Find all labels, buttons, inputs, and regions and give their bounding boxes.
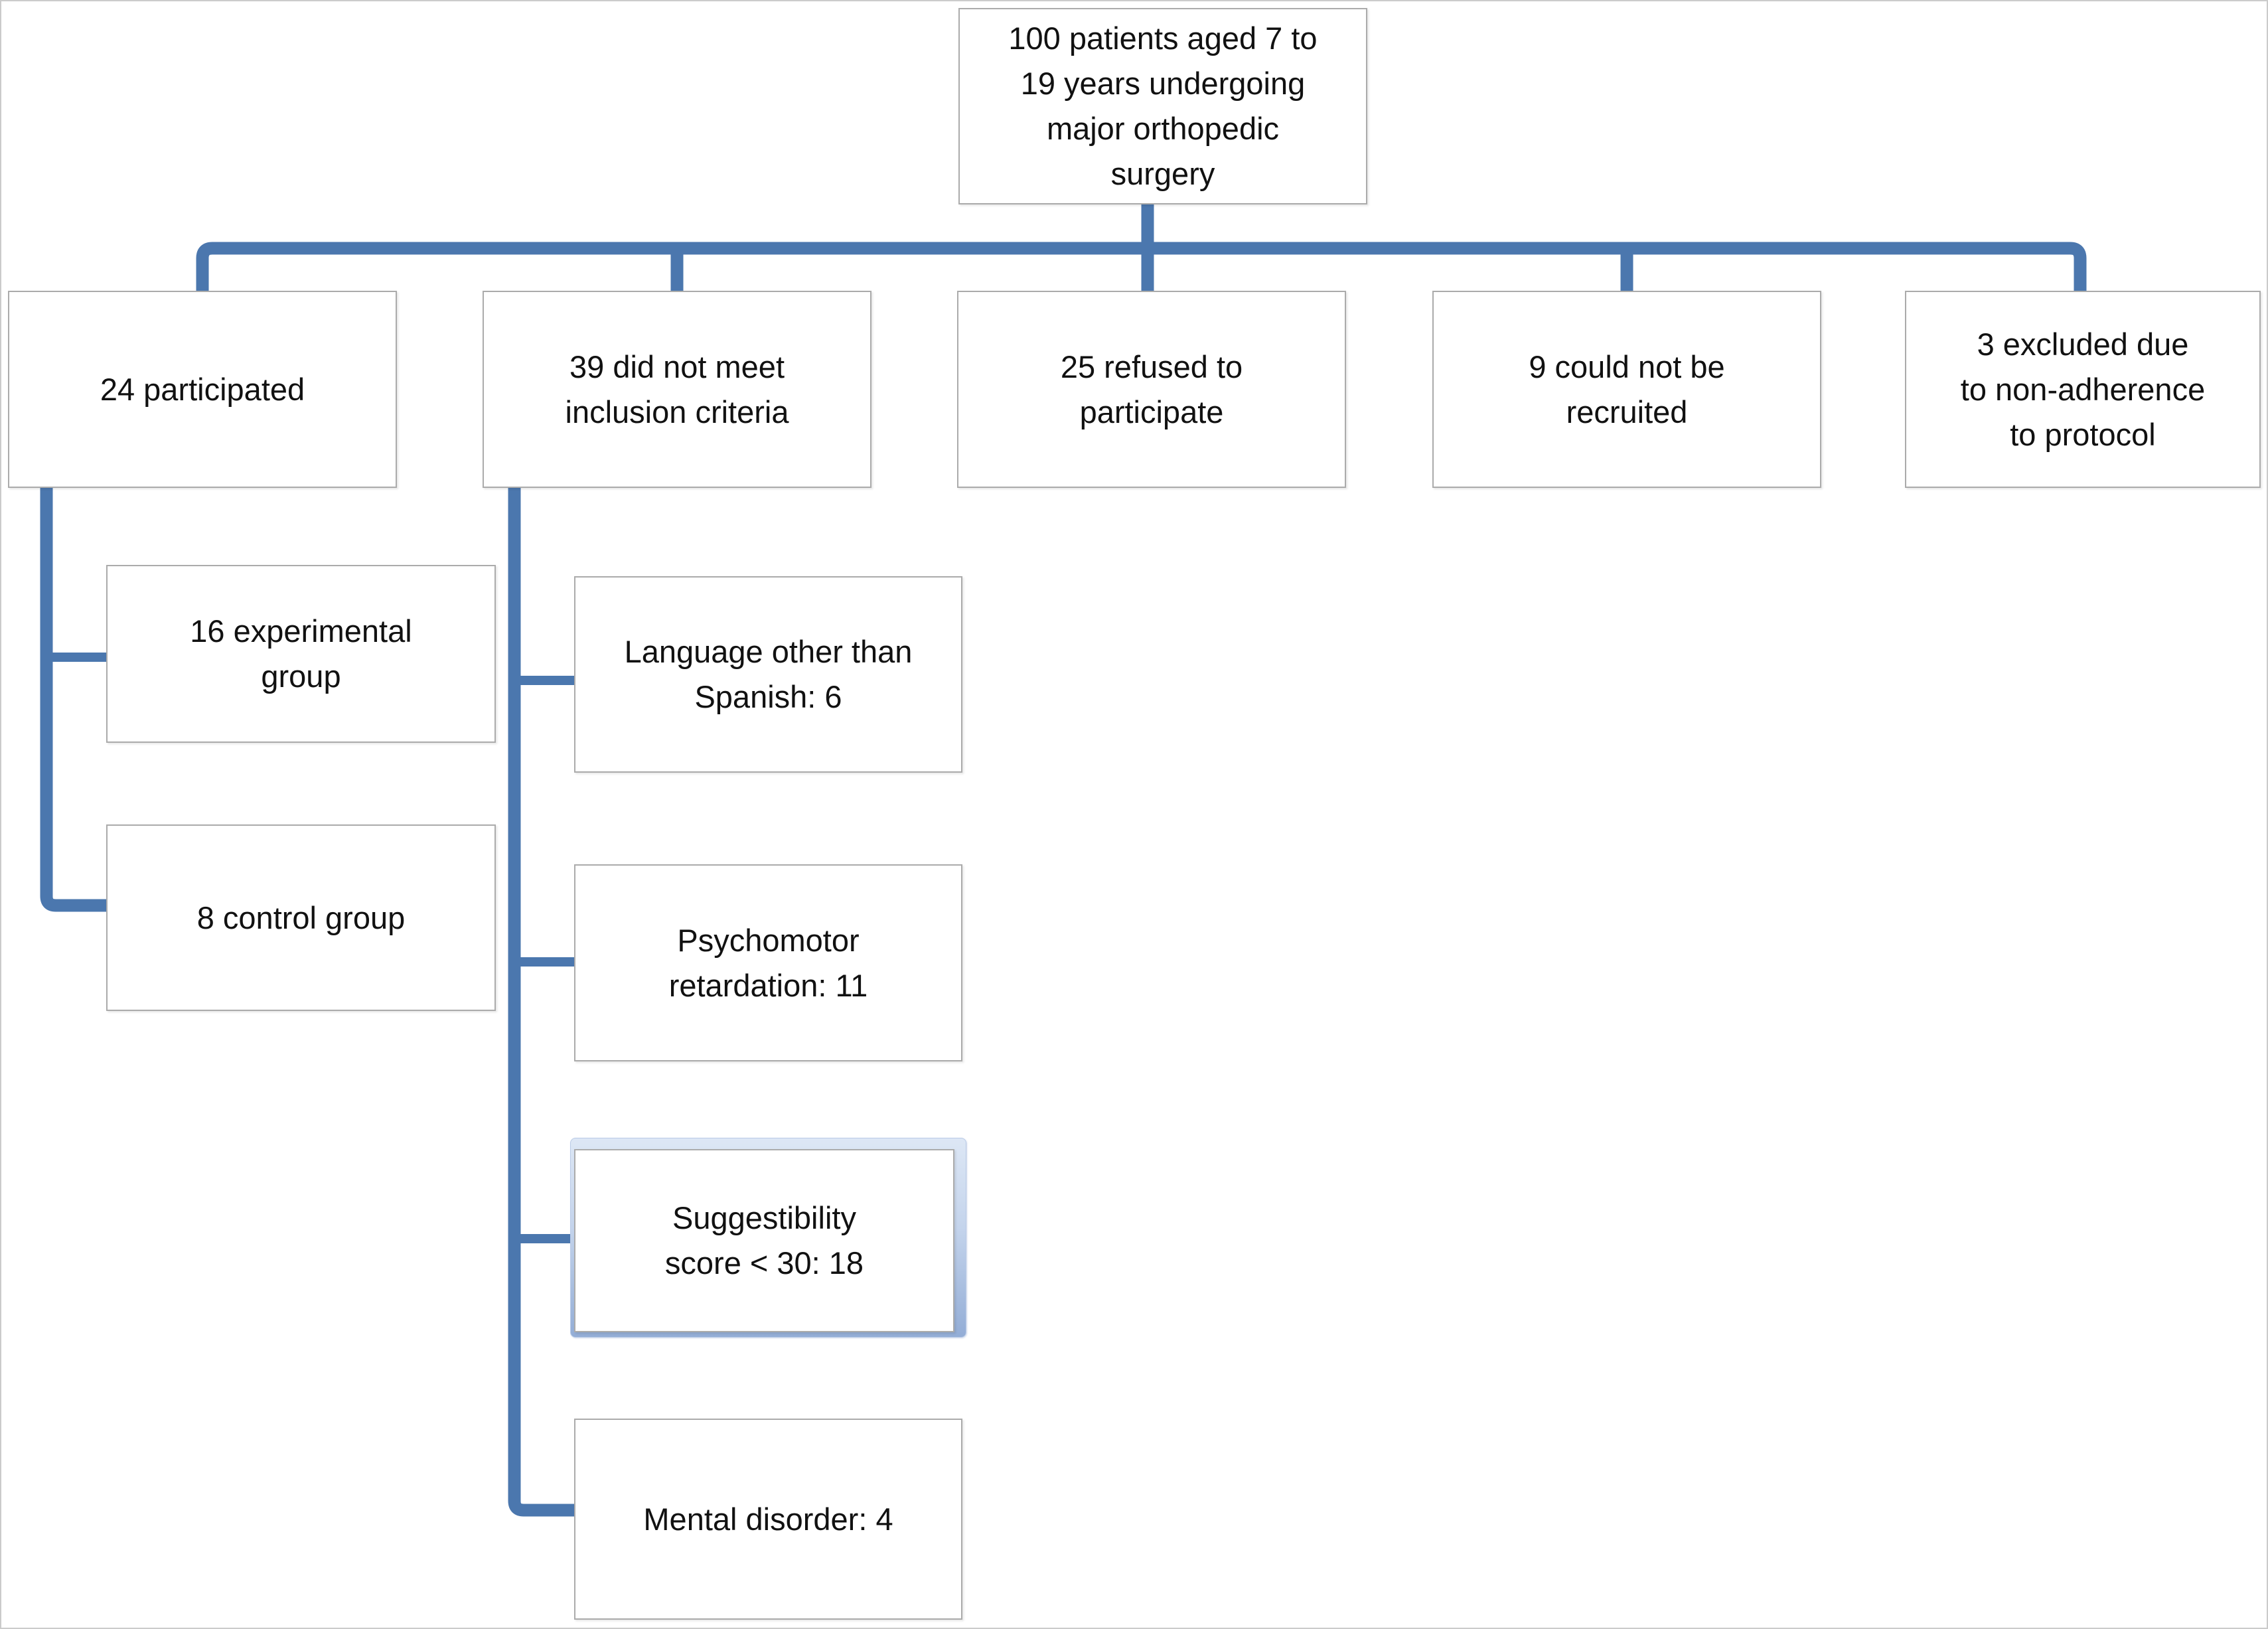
box-participated[interactable]: 24 participated [8,291,397,488]
box-label: 9 could not be recruited [1529,349,1725,429]
box-label: 100 patients aged 7 to 19 years undergoi… [1008,21,1318,191]
box-mental-disorder[interactable]: Mental disorder: 4 [574,1419,962,1620]
connector-criteria-trunk [508,488,574,1517]
box-suggestibility-score[interactable]: Suggestibility score < 30: 18 [574,1149,954,1332]
box-experimental-group[interactable]: 16 experimental group [106,565,496,743]
box-label: Language other than Spanish: 6 [624,634,913,714]
box-label: 25 refused to participate [1060,349,1243,429]
box-excluded-protocol[interactable]: 3 excluded due to non-adherence to proto… [1905,291,2261,488]
connector-top-bar [196,242,2087,291]
box-label: Mental disorder: 4 [643,1501,893,1537]
box-refused[interactable]: 25 refused to participate [957,291,1346,488]
box-not-recruited[interactable]: 9 could not be recruited [1432,291,1821,488]
box-root-population[interactable]: 100 patients aged 7 to 19 years undergoi… [958,8,1367,204]
box-label: Psychomotor retardation: 11 [668,922,868,1003]
box-not-met-criteria[interactable]: 39 did not meet inclusion criteria [483,291,871,488]
box-label: 39 did not meet inclusion criteria [565,349,789,429]
box-label: 8 control group [196,899,406,935]
box-label: 16 experimental group [190,613,412,694]
box-psychomotor-retardation[interactable]: Psychomotor retardation: 11 [574,864,962,1061]
box-label: Suggestibility score < 30: 18 [664,1200,864,1280]
box-language-other[interactable]: Language other than Spanish: 6 [574,576,962,773]
box-label: 3 excluded due to non-adherence to proto… [1960,326,2206,452]
connector-participated-trunk [40,488,106,912]
box-label: 24 participated [100,371,305,407]
box-control-group[interactable]: 8 control group [106,824,496,1011]
